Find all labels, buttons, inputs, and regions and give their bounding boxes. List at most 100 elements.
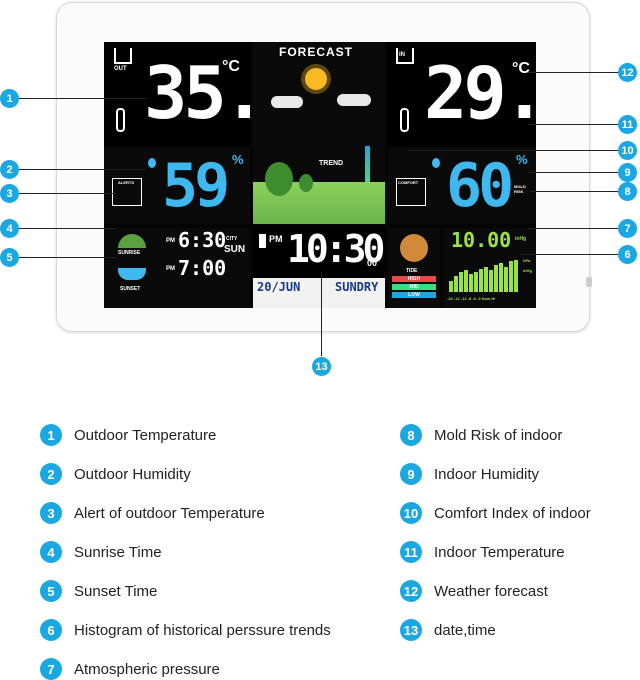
legend-text: Histogram of historical perssure trends (74, 621, 331, 639)
outdoor-humidity-value: 59 (162, 151, 230, 221)
tree-small-icon (299, 174, 313, 192)
pressure-unit-alt2: inHg (523, 268, 532, 273)
mold-risk-label: MOLD RISK (514, 184, 526, 194)
indoor-temperature-panel: IN 29.0 °C (388, 42, 536, 146)
indoor-thermometer-icon (400, 108, 409, 132)
callout-2: 2 (0, 160, 19, 179)
alert-box (112, 178, 142, 206)
callout-9-line (528, 172, 618, 173)
callout-5-line (19, 257, 117, 258)
legend-text: date,time (434, 621, 496, 639)
legend-item: 12 Weather forecast (400, 580, 548, 602)
legend-text: Weather forecast (434, 582, 548, 600)
outdoor-humidity-unit: % (232, 152, 244, 167)
pressure-histogram (449, 256, 519, 292)
droplet-icon (148, 158, 156, 168)
indoor-temperature-unit: °C (512, 60, 530, 77)
outdoor-house-icon (114, 48, 132, 64)
sun-panel: SUNRISE SUNSET PM 6:30 CITY SUN PM 7:00 (104, 228, 250, 308)
callout-13-line (321, 272, 322, 356)
callout-3: 3 (0, 184, 19, 203)
legend-item: 11 Indoor Temperature (400, 541, 565, 563)
cloud-right-icon (337, 94, 371, 106)
comfort-label: COMFORT (398, 180, 419, 185)
callout-9: 9 (618, 163, 637, 182)
legend-text: Mold Risk of indoor (434, 426, 563, 444)
legend-item: 6 Histogram of historical perssure trends (40, 619, 331, 641)
legend-text: Comfort Index of indoor (434, 504, 591, 522)
clock-seconds: 00 (367, 258, 378, 268)
callout-8-line (530, 191, 618, 192)
legend-text: Indoor Temperature (434, 543, 565, 561)
legend-number: 12 (400, 580, 422, 602)
legend-number: 11 (400, 541, 422, 563)
pressure-bar (489, 270, 493, 292)
pressure-bar (494, 265, 498, 292)
sunrise-icon (118, 234, 146, 248)
indoor-droplet-icon (432, 158, 440, 168)
tower-icon (259, 234, 266, 248)
legend-number: 13 (400, 619, 422, 641)
indoor-house-icon (396, 48, 414, 64)
pressure-bar (499, 263, 503, 292)
legend-number: 6 (40, 619, 62, 641)
legend-number: 1 (40, 424, 62, 446)
tide-label: TIDE (406, 268, 418, 274)
callout-6-line (520, 254, 618, 255)
callout-11-line (528, 124, 618, 125)
sun-icon (305, 68, 327, 90)
thermometer-icon (116, 108, 125, 132)
forecast-panel: FORECAST TREND (253, 42, 385, 224)
clock-time: 10:30 (287, 228, 385, 271)
outdoor-temperature-unit: °C (222, 58, 240, 75)
legend-text: Alert of outdoor Temperature (74, 504, 265, 522)
callout-5: 5 (0, 248, 19, 267)
sunset-label: SUNSET (120, 286, 141, 292)
sunset-icon (118, 268, 146, 280)
pressure-unit-alt1: hPa (523, 258, 531, 263)
pressure-bar (514, 259, 518, 292)
trend-label: TREND (319, 160, 344, 167)
indoor-humidity-unit: % (516, 152, 528, 167)
clock-top-area (253, 228, 385, 278)
pressure-bar (464, 270, 468, 292)
callout-7-line (528, 228, 618, 229)
legend-number: 10 (400, 502, 422, 524)
side-button[interactable] (586, 277, 592, 287)
legend-text: Sunrise Time (74, 543, 162, 561)
indoor-temperature-value: 29.0 (424, 51, 536, 135)
legend-item: 13 date,time (400, 619, 496, 641)
legend-number: 2 (40, 463, 62, 485)
tree-large-icon (265, 162, 293, 196)
pressure-bar (479, 268, 483, 292)
moon-panel: TIDE HIGH MID LOW (388, 228, 440, 308)
pressure-axis: -24 -12 -12 -8 -6 -3 Now Hr (447, 296, 496, 301)
moon-icon (400, 234, 428, 262)
city-value: SUN (224, 244, 246, 255)
pressure-unit: inHg (515, 236, 527, 242)
callout-11: 11 (618, 115, 637, 134)
pressure-bar (504, 266, 508, 292)
legend-item: 4 Sunrise Time (40, 541, 162, 563)
pressure-bar (509, 261, 513, 292)
pressure-bar (484, 266, 488, 292)
legend-number: 4 (40, 541, 62, 563)
indoor-label: IN (399, 52, 405, 58)
sunrise-time: 6:30 (178, 228, 227, 252)
alerts-label: ALERTS (118, 180, 134, 185)
legend-item: 10 Comfort Index of indoor (400, 502, 591, 524)
pressure-value: 10.00 (451, 228, 512, 252)
comfort-box (396, 178, 426, 206)
pressure-bar (474, 272, 478, 292)
legend-number: 9 (400, 463, 422, 485)
clock-day: SUNDRY (335, 280, 379, 294)
pressure-panel: 10.00 inHg hPa inHg -24 -12 -12 -8 -6 -3… (443, 228, 536, 308)
callout-10-line (408, 150, 618, 151)
cloud-left-icon (271, 96, 303, 108)
lcd-screen: OUT 35.0 °C FORECAST TREND IN 29.0 °C 59… (104, 42, 536, 308)
